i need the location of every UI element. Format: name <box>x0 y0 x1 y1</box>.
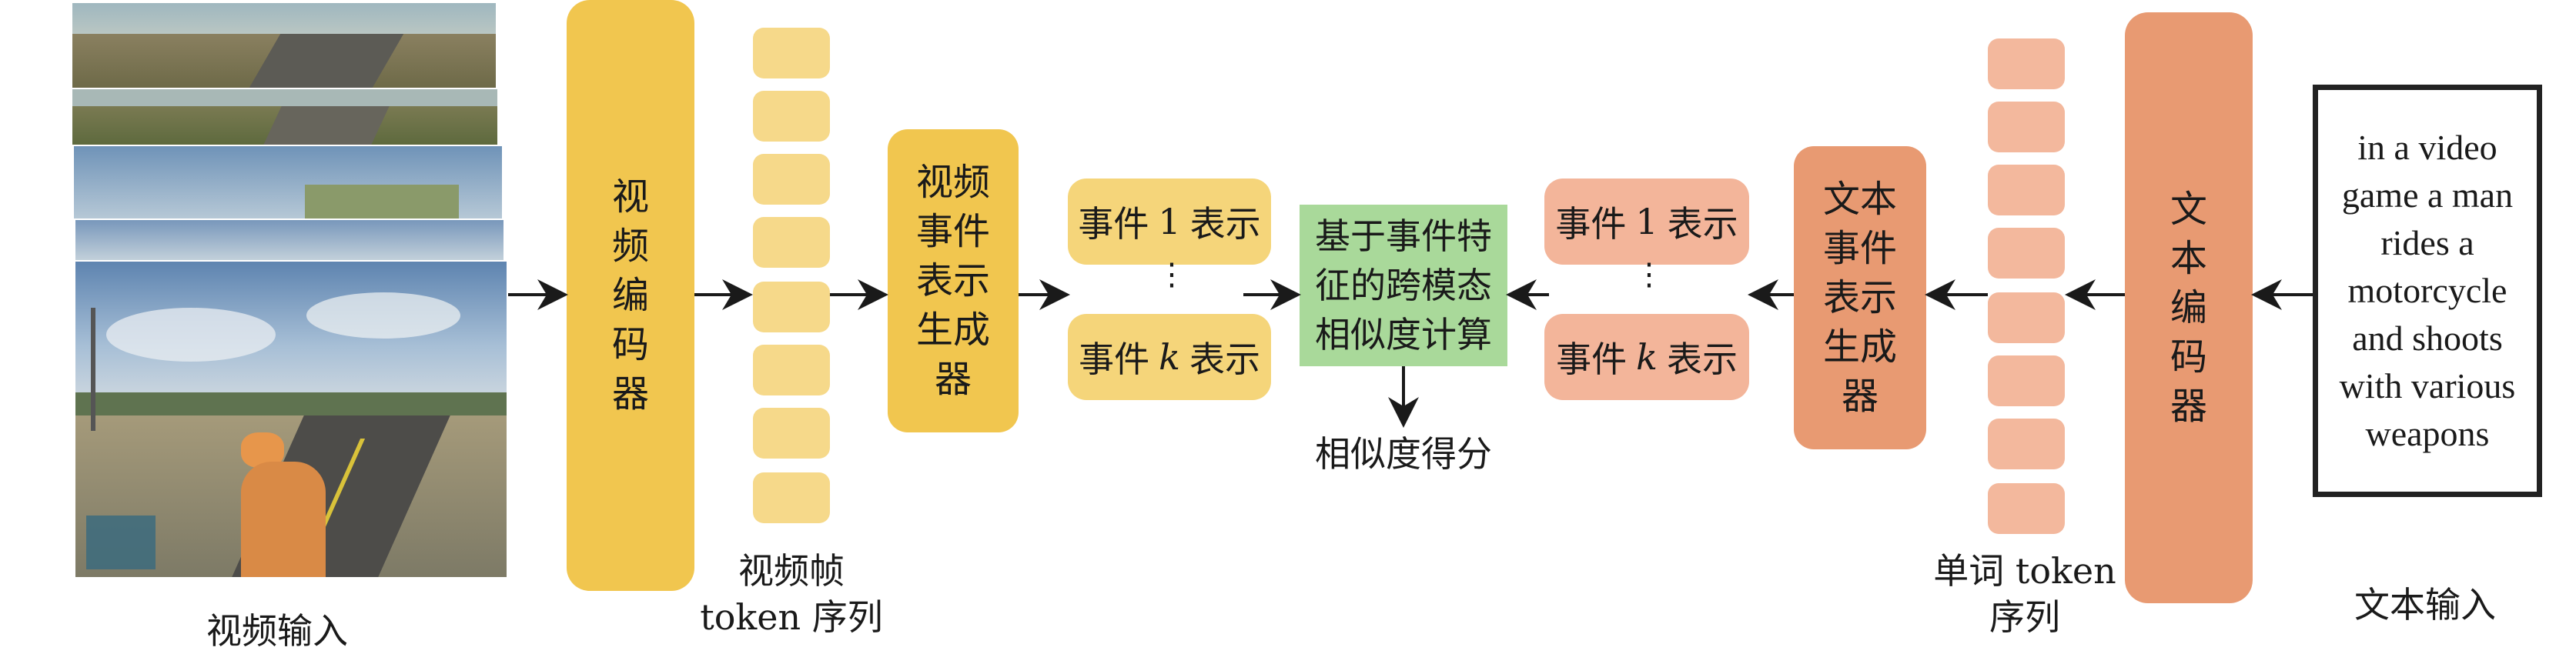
video-input-caption: 视频输入 <box>206 610 348 652</box>
video-token <box>753 217 830 268</box>
text-input-caption: 文本输入 <box>2354 584 2496 626</box>
word-token <box>1988 38 2065 89</box>
video-event-generator-block: 视频事件表示生成器 <box>888 129 1019 432</box>
word-token <box>1988 165 2065 215</box>
similarity-label-line1: 基于事件特 <box>1315 215 1492 257</box>
video-token-caption: 视频帧 token 序列 <box>668 548 915 640</box>
text-input-line: in a video <box>2357 128 2497 167</box>
video-token <box>753 154 830 205</box>
word-token <box>1988 483 2065 534</box>
text-event-generator-label: 文本事件表示生成器 <box>1822 178 1897 418</box>
text-input-line: and shoots <box>2352 319 2503 358</box>
similarity-label-line3: 相似度计算 <box>1315 314 1492 355</box>
text-input-line: game a man <box>2341 175 2514 215</box>
word-token <box>1988 292 2065 343</box>
word-token <box>1988 419 2065 469</box>
text-event-generator-block: 文本事件表示生成器 <box>1794 146 1926 449</box>
text-encoder-label: 文本编码器 <box>2170 188 2207 428</box>
video-frame <box>72 3 496 88</box>
video-token <box>753 472 830 523</box>
video-token <box>753 91 830 142</box>
video-frame <box>72 89 497 145</box>
text-input-line: weapons <box>2365 414 2490 453</box>
word-token-caption: 单词 token 序列 <box>1902 548 2148 640</box>
word-token <box>1988 102 2065 152</box>
video-frame <box>75 220 503 260</box>
video-token-caption-line1: 视频帧 <box>738 550 845 592</box>
video-token <box>753 345 830 395</box>
video-event-generator-label: 视频事件表示生成器 <box>915 161 990 401</box>
video-token <box>753 28 830 78</box>
word-token <box>1988 355 2065 406</box>
word-token-sequence <box>1988 38 2065 539</box>
video-frame <box>74 146 502 219</box>
video-token <box>753 282 830 332</box>
text-input-box: in a video game a man rides a motorcycle and… <box>2313 85 2542 497</box>
text-input-content: in a video game a man rides a motorcycle and… <box>2340 124 2516 458</box>
word-token-caption-line2: 序列 <box>1989 596 2060 638</box>
text-input-line: with various <box>2339 366 2516 405</box>
video-encoder-block: 视频编码器 <box>567 0 694 591</box>
similarity-label-line2: 征的跨模态 <box>1315 265 1492 306</box>
word-token-caption-line1: 单词 token <box>1933 550 2116 592</box>
text-input-line: motorcycle <box>2347 271 2507 310</box>
video-token-sequence <box>753 28 830 528</box>
similarity-computation-block: 基于事件特 征的跨模态 相似度计算 <box>1300 205 1507 366</box>
similarity-score-output: 相似度得分 <box>1315 433 1492 475</box>
video-token-caption-line2: token 序列 <box>700 596 883 638</box>
text-input-line: rides a <box>2380 223 2474 262</box>
video-token <box>753 408 830 459</box>
video-frame-main <box>75 262 507 577</box>
word-token <box>1988 228 2065 279</box>
video-encoder-label: 视频编码器 <box>611 175 649 415</box>
text-encoder-block: 文本编码器 <box>2125 12 2253 603</box>
video-input-frames <box>71 3 510 580</box>
